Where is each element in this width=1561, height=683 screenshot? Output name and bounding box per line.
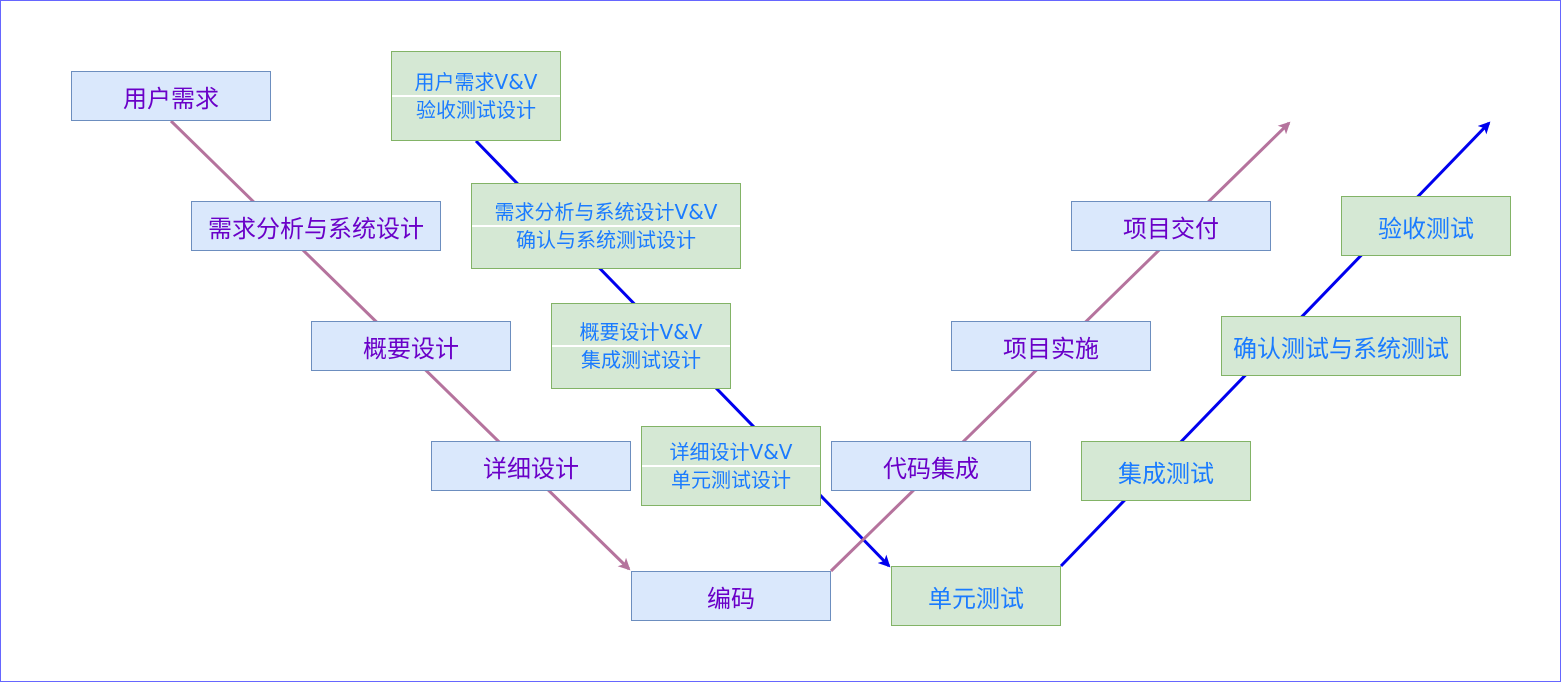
validation-system-test-design-label: 确认与系统测试设计 [516, 228, 696, 252]
outline-design-box: 概要设计 [311, 321, 511, 371]
requirement-analysis-label: 需求分析与系统设计 [208, 214, 424, 243]
requirement-analysis-vv-label: 需求分析与系统设计V&V [472, 199, 740, 227]
integration-test-design-label: 集成测试设计 [581, 348, 701, 372]
user-requirements-vv-box: 用户需求V&V 验收测试设计 [391, 51, 561, 141]
unit-test-label: 单元测试 [928, 584, 1024, 613]
outline-design-label: 概要设计 [363, 334, 459, 363]
integration-test-box: 集成测试 [1081, 441, 1251, 501]
integration-test-label: 集成测试 [1118, 459, 1214, 488]
code-integration-label: 代码集成 [883, 454, 979, 483]
project-delivery-box: 项目交付 [1071, 201, 1271, 251]
acceptance-test-design-label: 验收测试设计 [416, 98, 536, 122]
outline-design-vv-label: 概要设计V&V [552, 319, 730, 347]
requirement-analysis-box: 需求分析与系统设计 [191, 201, 441, 251]
detail-design-vv-label: 详细设计V&V [642, 439, 820, 467]
project-implementation-box: 项目实施 [951, 321, 1151, 371]
user-requirements-label: 用户需求 [123, 84, 219, 113]
unit-test-design-label: 单元测试设计 [671, 468, 791, 492]
validation-system-test-box: 确认测试与系统测试 [1221, 316, 1461, 376]
acceptance-test-label: 验收测试 [1378, 214, 1474, 243]
code-integration-box: 代码集成 [831, 441, 1031, 491]
detail-design-box: 详细设计 [431, 441, 631, 491]
outline-design-vv-box: 概要设计V&V 集成测试设计 [551, 303, 731, 389]
detail-design-vv-box: 详细设计V&V 单元测试设计 [641, 426, 821, 506]
validation-system-test-label: 确认测试与系统测试 [1233, 334, 1449, 363]
unit-test-box: 单元测试 [891, 566, 1061, 626]
detail-design-label: 详细设计 [483, 454, 579, 483]
coding-box: 编码 [631, 571, 831, 621]
user-requirements-box: 用户需求 [71, 71, 271, 121]
project-implementation-label: 项目实施 [1003, 334, 1099, 363]
requirement-analysis-vv-box: 需求分析与系统设计V&V 确认与系统测试设计 [471, 183, 741, 269]
acceptance-test-box: 验收测试 [1341, 196, 1511, 256]
project-delivery-label: 项目交付 [1123, 214, 1219, 243]
coding-label: 编码 [707, 584, 755, 613]
user-requirements-vv-label: 用户需求V&V [392, 69, 560, 97]
